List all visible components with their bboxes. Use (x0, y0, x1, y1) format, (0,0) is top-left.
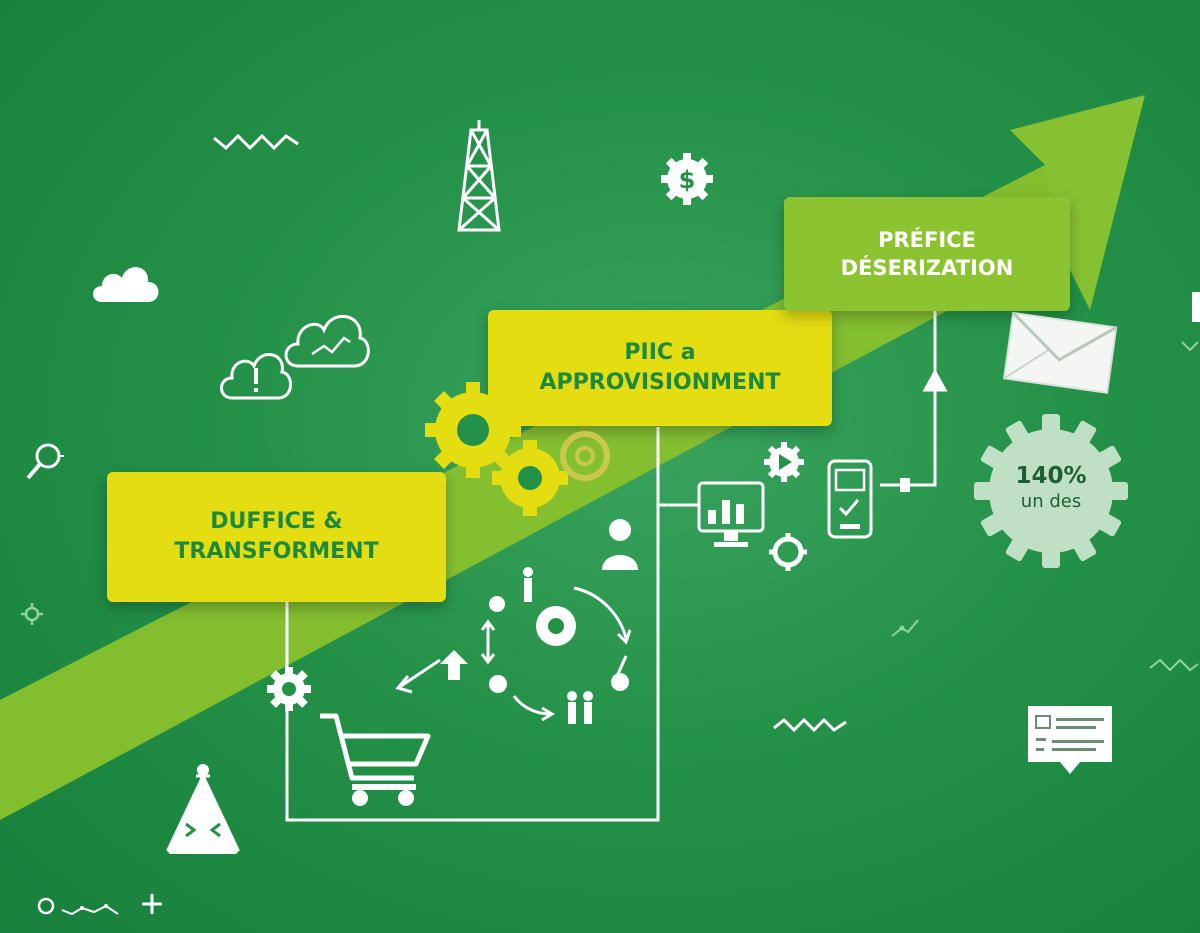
shopping-cart-icon (320, 713, 431, 806)
oil-derrick-icon (457, 120, 501, 232)
gear-badge-icon (974, 414, 1128, 568)
cloud-icon (93, 267, 159, 302)
gear-icon (769, 533, 807, 571)
small-gear-icon (21, 603, 43, 625)
cloud-alert-icon (220, 353, 292, 400)
cloud-chart-icon (284, 314, 370, 368)
badge-value: 140% (1015, 463, 1087, 490)
step-3-line-1: PRÉFICE (878, 227, 976, 252)
zigzag-icon (1149, 658, 1199, 672)
step-1-line-1: DUFFICE & (210, 509, 343, 535)
gear-cluster-icon (425, 382, 610, 516)
play-gear-icon (764, 442, 804, 482)
step-1-line-2: TRANSFORMENT (174, 539, 379, 564)
zigzag-icon (773, 717, 847, 733)
flask-icon (166, 764, 240, 854)
zigzag-icon (213, 133, 299, 151)
user-icon (602, 519, 638, 570)
dollar-gear-icon: $ (661, 153, 713, 205)
check-doodle-icon (1181, 341, 1199, 352)
step-box-transform: DUFFICE & TRANSFORMENT (107, 472, 446, 602)
badge-label: un des (1020, 491, 1082, 512)
magnifier-icon (26, 443, 64, 480)
monitor-chart-icon (697, 481, 765, 547)
step-3-line-2: DÉSERIZATION (840, 256, 1014, 280)
percentage-badge: 140% un des (1002, 448, 1100, 528)
step-2-line-2: APPROVISIONMENT (539, 370, 781, 395)
plus-icon (142, 894, 162, 914)
doodle-icon (37, 897, 119, 916)
people-icon (395, 567, 632, 724)
step-2-line-1: PIIC a (624, 340, 696, 366)
gear-icon (267, 667, 311, 711)
svg-text:$: $ (679, 166, 696, 194)
mobile-phone-icon (827, 459, 873, 539)
step-box-approvisionment: PIIC a APPROVISIONMENT (488, 310, 832, 426)
envelope-icon (1002, 311, 1118, 394)
card-edge-icon (1192, 292, 1200, 322)
chat-card-icon (1028, 706, 1112, 774)
sparkle-icon (891, 619, 919, 637)
step-box-deserization: PRÉFICE DÉSERIZATION (784, 197, 1070, 311)
